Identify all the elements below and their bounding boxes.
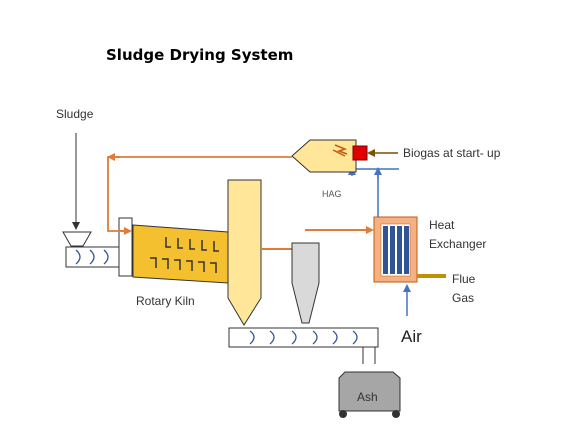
hot-air-return-line — [107, 156, 292, 232]
diagram-title: Sludge Drying System — [106, 46, 293, 64]
ash-bin-wheel-right — [392, 410, 400, 418]
ash-bin — [338, 371, 401, 412]
hag-label: HAG — [322, 189, 342, 199]
heat-exchanger-label-line1: Heat — [429, 218, 455, 232]
ash-label: Ash — [357, 390, 378, 404]
feed-hopper — [62, 231, 92, 247]
heated-air-line — [377, 168, 399, 217]
flue-gas-pipe — [417, 274, 446, 278]
air-label: Air — [401, 327, 422, 346]
rotary-kiln — [132, 224, 229, 284]
ash-screw-conveyor — [228, 327, 379, 348]
ash-bin-wheel-left — [339, 410, 347, 418]
biogas-label: Biogas at start- up — [403, 146, 501, 160]
settling-chamber — [227, 179, 262, 326]
flame-icon — [332, 144, 348, 157]
heat-exchanger-label-line2: Exchanger — [429, 237, 486, 251]
ash-chute — [362, 347, 376, 364]
burner — [352, 145, 368, 161]
kiln-inlet-seal — [118, 217, 133, 277]
flue-gas-label-line1: Flue — [452, 272, 476, 286]
hot-air-generator — [291, 139, 357, 173]
flue-gas-label-line2: Gas — [452, 291, 474, 305]
heat-exchanger — [373, 216, 418, 283]
rotary-kiln-label: Rotary Kiln — [136, 294, 195, 308]
sludge-label: Sludge — [56, 107, 94, 121]
cyclone — [291, 242, 320, 324]
